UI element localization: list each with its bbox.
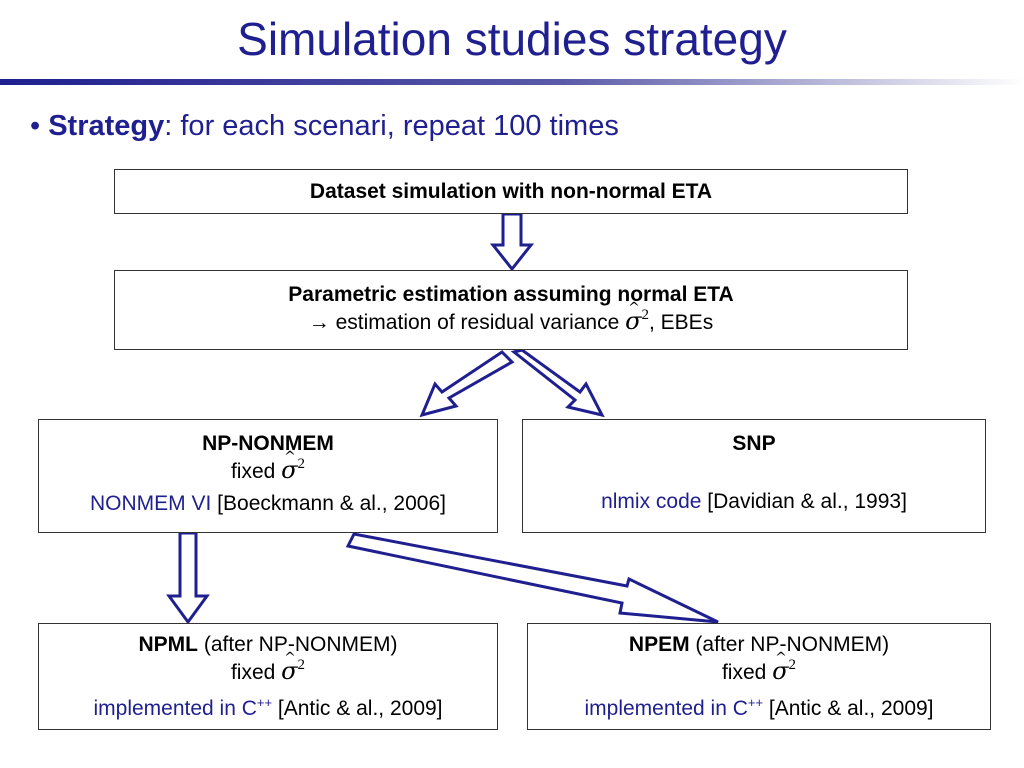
box-dataset-simulation: Dataset simulation with non-normal ETA — [114, 169, 908, 214]
box-npnonmem-reference: NONMEM VI [Boeckmann & al., 2006] — [39, 490, 497, 517]
npml-fixed-label: fixed — [230, 661, 282, 684]
box-npml: NPML (after NP-NONMEM) fixed σ2 implemen… — [38, 623, 498, 730]
box-np-nonmem: NP-NONMEM fixed σ2 NONMEM VI [Boeckmann … — [38, 419, 498, 533]
box-snp-title: SNP — [732, 432, 776, 455]
slide-title: Simulation studies strategy — [237, 13, 787, 65]
arrow-parametric-to-npnonmem — [419, 350, 515, 418]
box-npml-implementation: implemented in C++ [Antic & al., 2009] — [39, 689, 497, 722]
npem-impl-prefix: implemented in C — [584, 697, 748, 720]
npml-after: (after NP-NONMEM) — [198, 633, 398, 656]
arrow-parametric-to-snp — [510, 348, 605, 418]
box-dataset-title: Dataset simulation with non-normal ETA — [309, 180, 713, 203]
bullet-text: : for each scenari, repeat 100 times — [164, 110, 619, 142]
npem-citation: [Antic & al., 2009] — [763, 697, 934, 720]
box-parametric-line2: → estimation of residual variance σ2, EB… — [115, 295, 907, 339]
box-npem: NPEM (after NP-NONMEM) fixed σ2 implemen… — [527, 623, 991, 730]
parametric-line2-suffix: , EBEs — [649, 311, 714, 334]
bullet-marker: • — [30, 110, 41, 142]
bullet-label: Strategy — [48, 110, 165, 142]
npnonmem-software: NONMEM VI — [90, 492, 212, 515]
sigma-hat-symbol: σ2 — [281, 444, 305, 484]
box-npem-title: NPEM — [628, 633, 690, 656]
box-npnonmem-fixed: fixed σ2 — [39, 444, 497, 488]
npml-impl-prefix: implemented in C — [93, 697, 257, 720]
box-npml-title: NPML — [138, 633, 199, 656]
arrow-npnonmem-to-npem — [345, 532, 719, 624]
arrow-npnonmem-to-npml — [166, 531, 210, 625]
npml-impl: implemented in C++ — [93, 695, 273, 720]
snp-citation: [Davidian & al., 1993] — [701, 490, 907, 513]
sigma-hat-symbol: σ2 — [625, 295, 649, 335]
box-parametric-estimation: Parametric estimation assuming normal ET… — [114, 270, 908, 350]
box-npem-heading: NPEM (after NP-NONMEM) — [528, 631, 990, 658]
strategy-bullet: • Strategy: for each scenari, repeat 100… — [30, 110, 619, 143]
sigma-hat-symbol: σ2 — [772, 645, 796, 685]
box-npml-fixed: fixed σ2 — [39, 645, 497, 689]
box-npem-fixed: fixed σ2 — [528, 645, 990, 689]
snp-software: nlmix code — [601, 490, 702, 513]
npem-impl-sup: ++ — [747, 695, 764, 710]
npem-fixed-label: fixed — [721, 661, 773, 684]
box-npml-heading: NPML (after NP-NONMEM) — [39, 631, 497, 658]
npml-citation: [Antic & al., 2009] — [272, 697, 443, 720]
npnonmem-fixed-label: fixed — [230, 460, 282, 483]
npem-after: (after NP-NONMEM) — [689, 633, 890, 656]
sigma-hat-symbol: σ2 — [281, 645, 305, 685]
box-snp: SNP nlmix code [Davidian & al., 1993] — [522, 419, 986, 533]
box-npnonmem-title: NP-NONMEM — [202, 432, 334, 455]
box-npem-implementation: implemented in C++ [Antic & al., 2009] — [528, 689, 990, 722]
npml-impl-sup: ++ — [256, 695, 273, 710]
box-snp-reference: nlmix code [Davidian & al., 1993] — [523, 488, 985, 515]
arrow-dataset-to-parametric — [489, 212, 535, 272]
npem-impl: implemented in C++ — [584, 695, 764, 720]
title-rule — [0, 79, 1024, 85]
parametric-line2-prefix: → estimation of residual variance — [308, 311, 626, 334]
box-parametric-title: Parametric estimation assuming normal ET… — [288, 283, 734, 306]
npnonmem-citation: [Boeckmann & al., 2006] — [211, 492, 446, 515]
